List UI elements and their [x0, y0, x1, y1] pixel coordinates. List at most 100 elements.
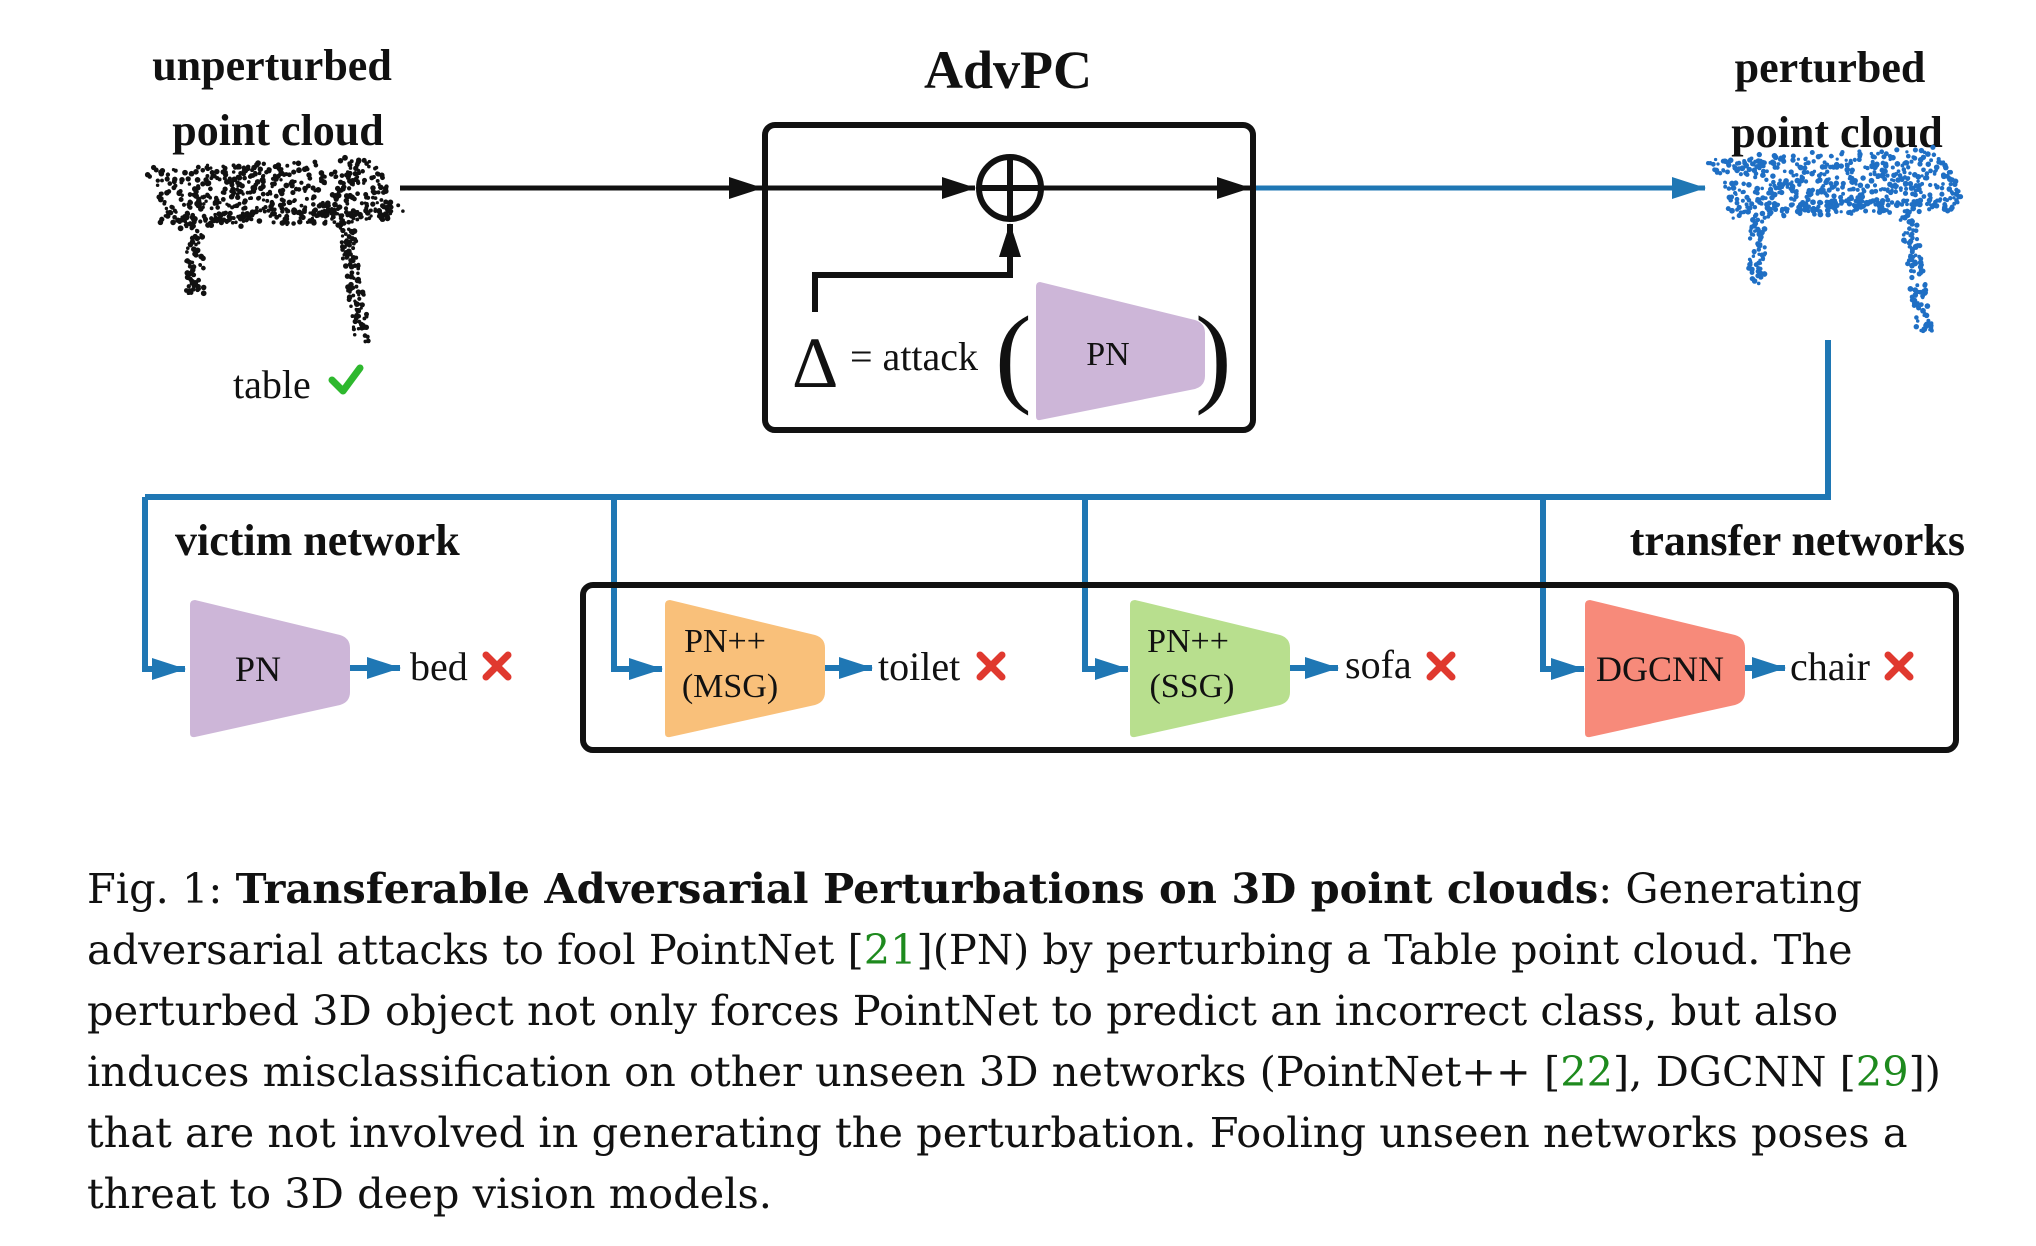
- point: [1772, 183, 1777, 188]
- point: [242, 198, 248, 204]
- check-icon: [328, 364, 364, 395]
- point: [164, 206, 169, 211]
- point: [1755, 197, 1760, 202]
- point: [1776, 162, 1781, 166]
- point: [216, 211, 222, 217]
- point: [1844, 163, 1850, 168]
- point: [353, 315, 359, 321]
- point: [350, 255, 357, 261]
- citation-link-22[interactable]: 22: [1560, 1047, 1614, 1096]
- point: [379, 203, 386, 209]
- advpc-box: [762, 122, 1256, 433]
- point: [164, 176, 170, 182]
- point: [1758, 158, 1763, 164]
- point: [326, 203, 331, 209]
- point: [1790, 202, 1795, 207]
- point: [1728, 197, 1733, 203]
- point: [189, 225, 195, 231]
- point: [359, 289, 366, 295]
- point: [1822, 164, 1828, 170]
- point: [144, 172, 151, 178]
- victim-pn-trapezoid: [190, 600, 350, 738]
- point: [246, 166, 251, 172]
- point: [181, 202, 187, 207]
- citation-link-29[interactable]: 29: [1855, 1047, 1909, 1096]
- point: [244, 213, 248, 218]
- point: [1921, 167, 1926, 173]
- point: [188, 170, 195, 177]
- point: [1924, 303, 1931, 309]
- point: [343, 239, 350, 245]
- point: [377, 182, 381, 187]
- point: [1755, 190, 1760, 196]
- point: [220, 190, 226, 195]
- advpc-diagram: unperturbed point cloud AdvPC perturbed …: [142, 40, 1965, 753]
- point: [227, 203, 231, 208]
- point: [1885, 197, 1891, 203]
- ssg-label-line2: (SSG): [1149, 668, 1234, 705]
- point: [1824, 199, 1830, 205]
- point: [1946, 175, 1951, 180]
- point: [1756, 151, 1762, 158]
- point: [1913, 183, 1919, 189]
- point: [343, 197, 350, 204]
- point: [1775, 165, 1780, 170]
- point: [341, 220, 347, 226]
- point: [343, 193, 350, 199]
- point: [1746, 181, 1752, 188]
- point: [1799, 174, 1804, 179]
- point: [380, 175, 385, 181]
- feed-arrow-ssg: [1082, 497, 1129, 680]
- point: [1819, 171, 1823, 176]
- point: [1864, 183, 1871, 189]
- point: [279, 197, 285, 202]
- point: [330, 217, 334, 221]
- point: [1943, 164, 1949, 171]
- point: [292, 161, 296, 165]
- point: [374, 165, 379, 170]
- point: [202, 202, 206, 206]
- point: [187, 205, 191, 209]
- point: [1857, 151, 1863, 157]
- point: [230, 220, 235, 225]
- point: [351, 196, 357, 202]
- point: [193, 252, 199, 258]
- point: [220, 196, 226, 202]
- point: [343, 206, 349, 211]
- point: [1746, 166, 1752, 173]
- point: [1939, 191, 1945, 197]
- point: [1924, 321, 1929, 327]
- point: [1765, 169, 1769, 174]
- point: [1888, 189, 1894, 196]
- point: [1948, 206, 1954, 212]
- point: [205, 193, 211, 199]
- citation-link-21[interactable]: 21: [863, 925, 917, 974]
- point: [185, 250, 189, 254]
- point: [1749, 201, 1755, 207]
- point: [1907, 181, 1914, 187]
- point: [1805, 160, 1811, 166]
- point: [192, 216, 198, 222]
- point: [1744, 209, 1749, 214]
- point: [364, 217, 369, 221]
- point: [1856, 157, 1862, 163]
- point: [1771, 179, 1776, 185]
- point: [1872, 155, 1878, 160]
- point: [1926, 197, 1932, 203]
- point: [1793, 194, 1799, 200]
- point: [373, 208, 378, 214]
- point: [287, 172, 292, 178]
- point: [1894, 161, 1901, 167]
- point: [1845, 171, 1850, 176]
- point: [289, 183, 295, 189]
- point: [1849, 175, 1855, 181]
- point: [299, 203, 304, 208]
- point: [1876, 151, 1880, 156]
- point: [1850, 186, 1856, 192]
- point: [291, 221, 296, 226]
- point: [1812, 211, 1817, 217]
- point: [200, 195, 205, 199]
- point: [1780, 206, 1785, 212]
- point: [286, 209, 291, 214]
- point: [1809, 170, 1815, 177]
